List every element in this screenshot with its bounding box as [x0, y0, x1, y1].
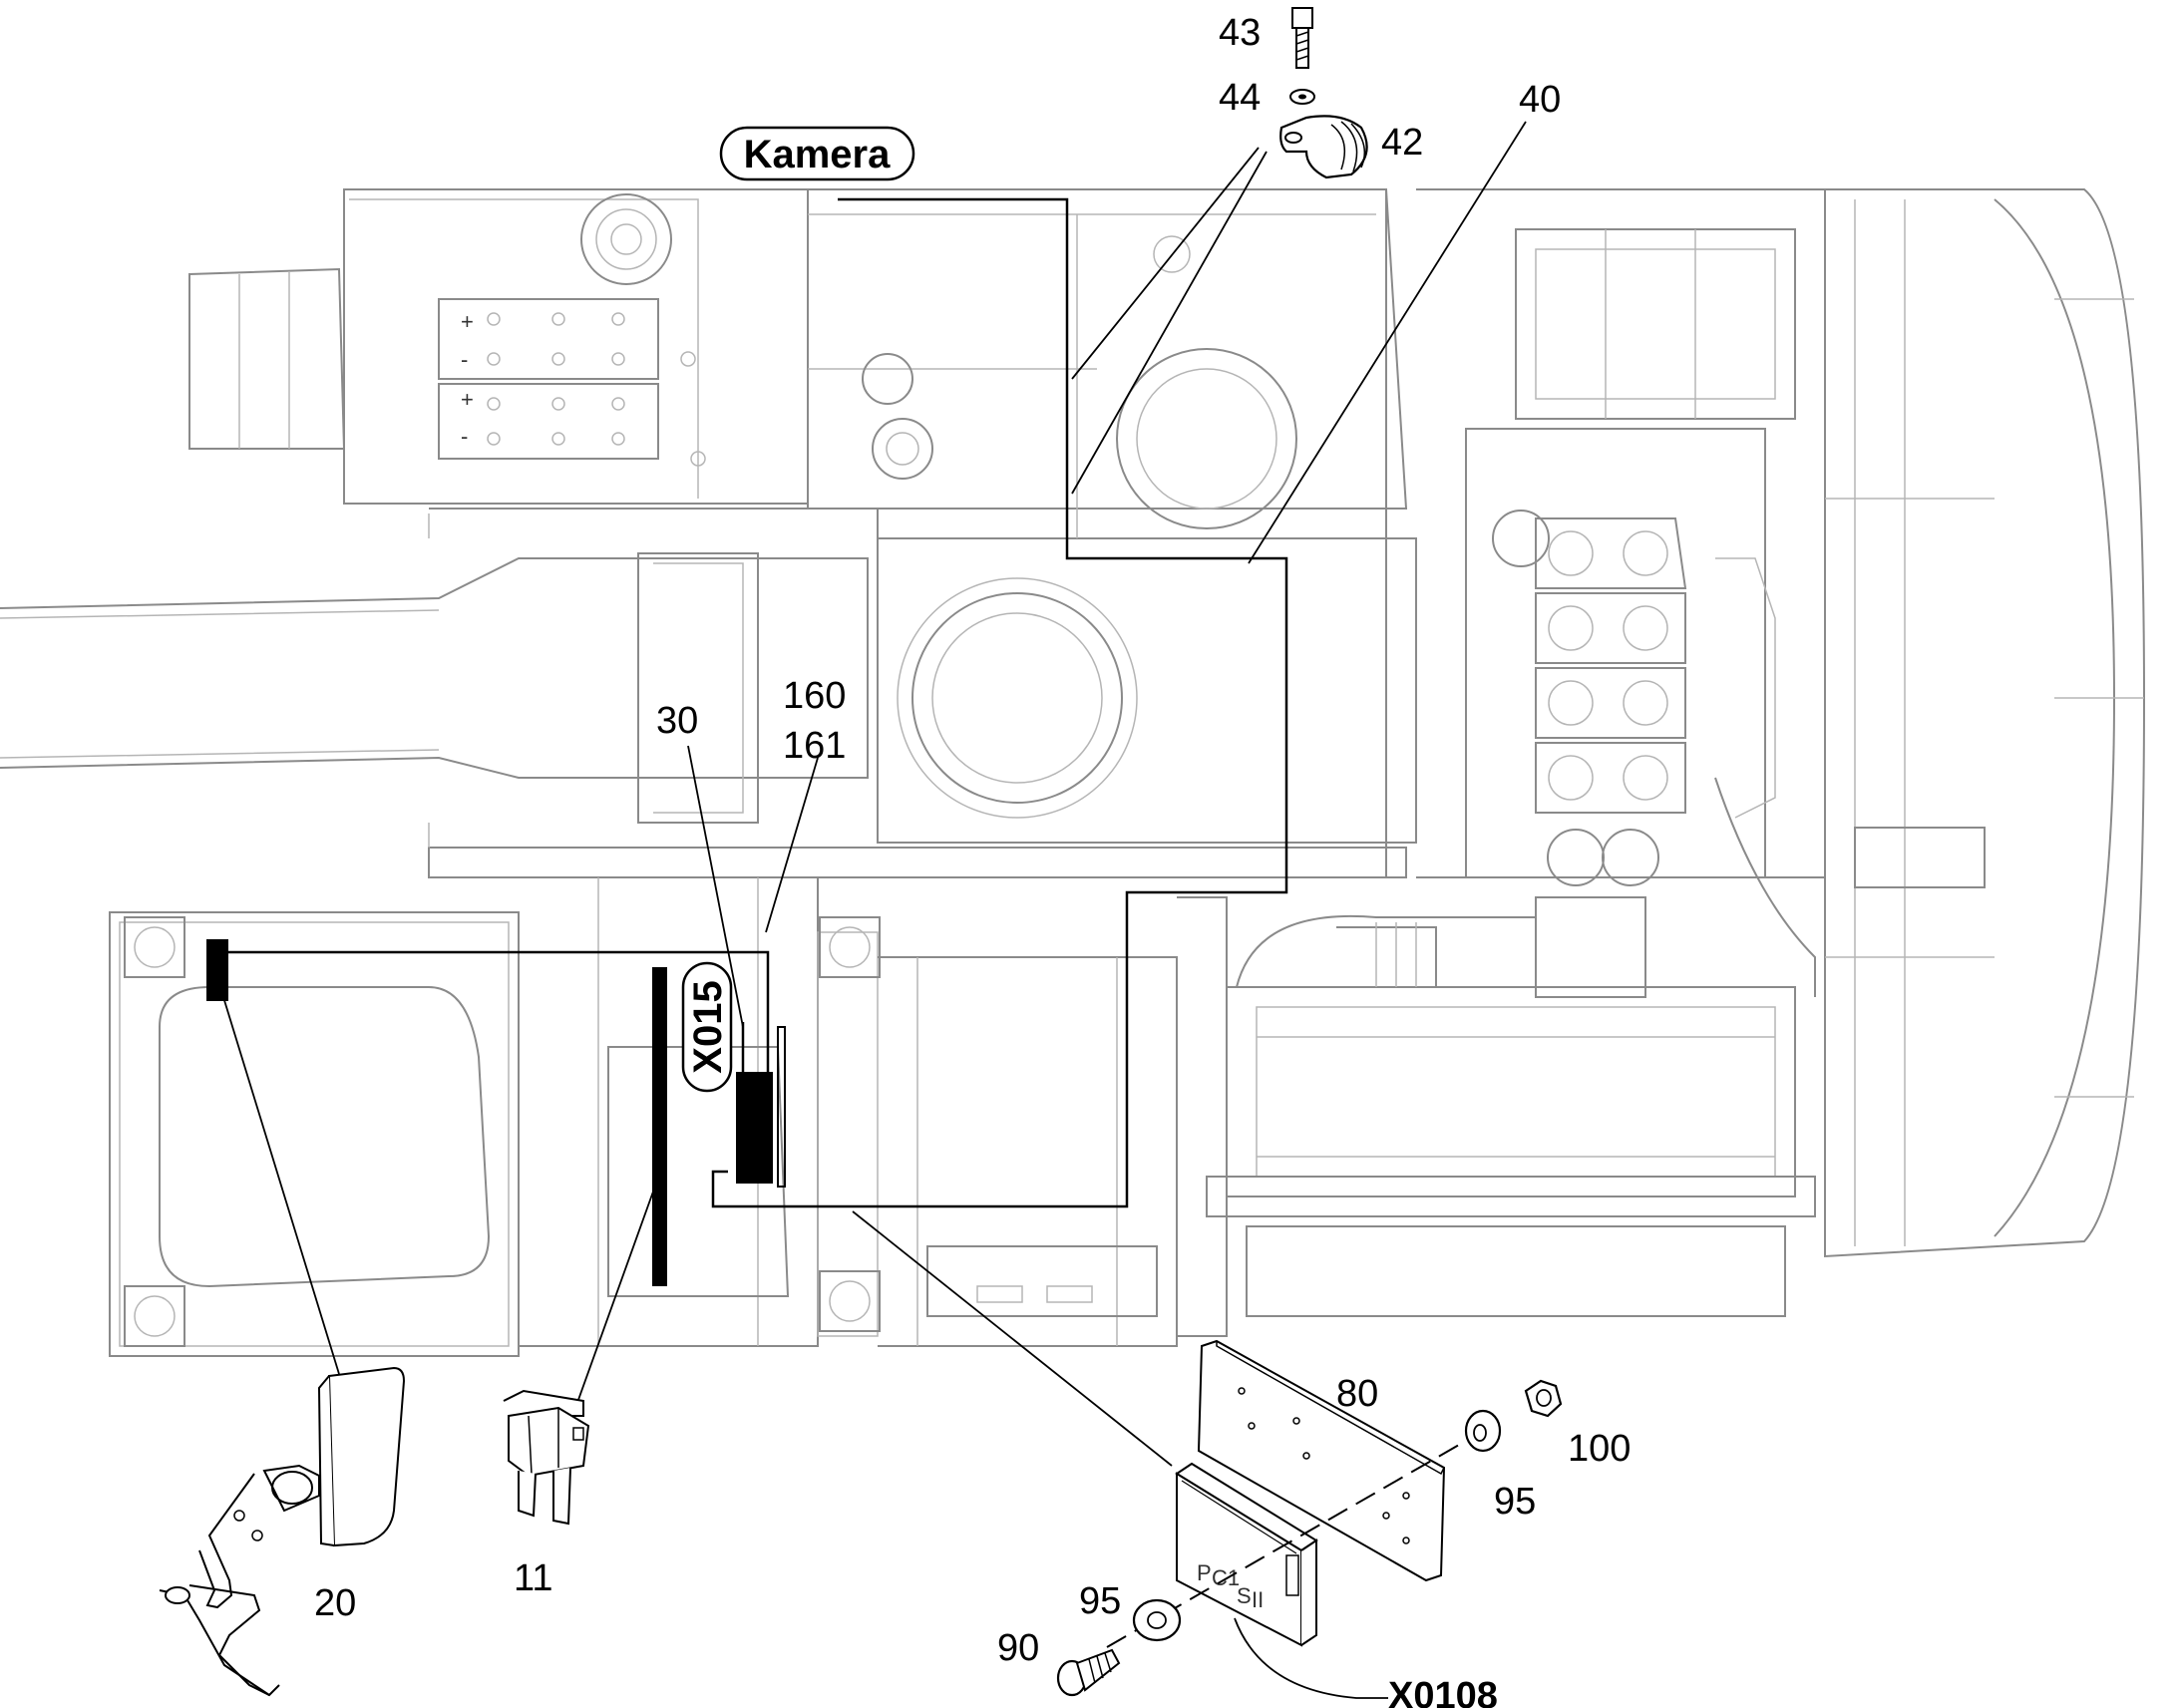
x015-label: X015: [686, 980, 730, 1073]
battery-plus-1: +: [461, 309, 474, 334]
label-20: 20: [314, 1582, 356, 1624]
cable-clamp-part: [1279, 115, 1368, 179]
battery-plus-2: +: [461, 387, 474, 412]
connector-slim: [777, 1026, 786, 1188]
label-90: 90: [997, 1627, 1039, 1669]
battery-polarity: + - + -: [461, 309, 474, 449]
label-160: 160: [783, 675, 846, 717]
mounting-plate-part: [1197, 1339, 1446, 1582]
label-11: 11: [514, 1557, 552, 1599]
part-number-labels: 43 44 42 40 30 160 161 80 100 95 95 90 2…: [314, 12, 1631, 1708]
bolt-part: [1291, 7, 1313, 69]
screw-part: [1056, 1648, 1121, 1697]
x015-callout: X015: [681, 961, 733, 1093]
label-44: 44: [1219, 77, 1261, 119]
label-40: 40: [1519, 79, 1561, 121]
kamera-label: Kamera: [744, 133, 892, 176]
connector-block-left: [206, 939, 228, 1001]
machine-outline: [0, 188, 2146, 1357]
connector-block-x015: [736, 1072, 773, 1184]
switch-assembly-part: [159, 1366, 406, 1697]
leader-lines: [222, 121, 1527, 1699]
washer-right-part: [1464, 1409, 1502, 1453]
svg-text:P: P: [1197, 1560, 1212, 1585]
svg-text:II: II: [1252, 1587, 1264, 1612]
fuse-strip: [652, 967, 667, 1286]
washer-part: [1289, 89, 1315, 105]
nut-part: [1524, 1379, 1563, 1418]
battery-minus-2: -: [461, 424, 468, 449]
label-100: 100: [1568, 1428, 1631, 1470]
fuse-part: [503, 1389, 590, 1526]
label-30: 30: [656, 700, 698, 742]
wiring-harness: [214, 197, 1288, 1208]
label-95-right: 95: [1494, 1481, 1536, 1523]
svg-text:S: S: [1237, 1583, 1252, 1608]
kamera-callout: Kamera: [719, 126, 915, 181]
washer-left-part: [1132, 1598, 1182, 1642]
label-80: 80: [1336, 1373, 1378, 1415]
label-161: 161: [783, 725, 846, 767]
label-x0108: X0108: [1388, 1675, 1498, 1708]
label-43: 43: [1219, 12, 1261, 54]
label-95-left: 95: [1079, 1580, 1121, 1622]
battery-minus-1: -: [461, 347, 468, 372]
label-42: 42: [1381, 122, 1423, 164]
